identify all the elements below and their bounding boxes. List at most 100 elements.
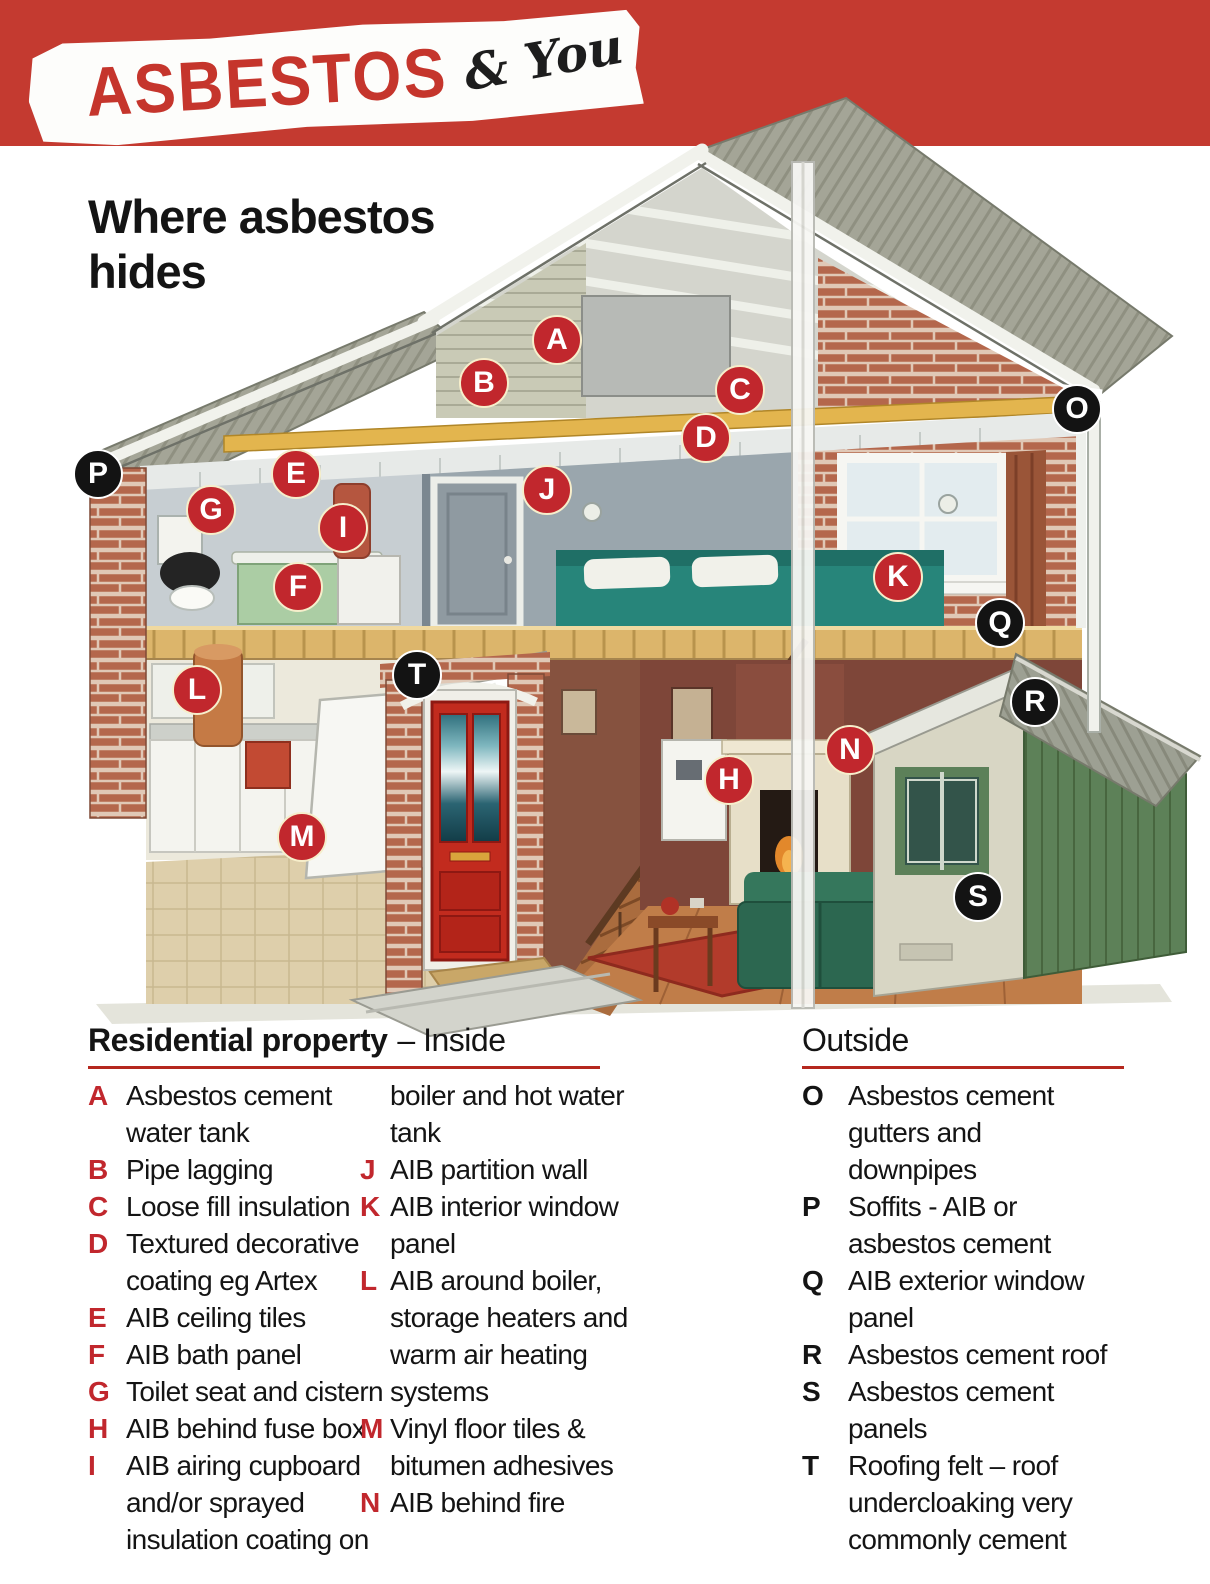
- legend-item: A Asbestos cement water tank: [88, 1077, 360, 1151]
- water-tank: [581, 295, 731, 397]
- rule-inside: [88, 1066, 600, 1069]
- rule-outside: [802, 1066, 1124, 1069]
- legend-item: H AIB behind fuse box: [88, 1410, 366, 1447]
- legend-item: F AIB bath panel: [88, 1336, 360, 1373]
- legend-text: Asbestos cement water tank: [126, 1080, 332, 1148]
- legend-text: Textured decorative coating eg Artex: [126, 1228, 360, 1296]
- marker-I: I: [318, 503, 368, 553]
- legend-text: AIB around boiler, storage heaters and w…: [390, 1265, 628, 1407]
- legend-letter: L: [360, 1265, 378, 1296]
- legend-text: Asbestos cement roof: [848, 1339, 1107, 1370]
- wall-lamp: [582, 502, 602, 522]
- legend-letter: I: [88, 1450, 96, 1481]
- marker-O: O: [1052, 384, 1102, 434]
- marker-D: D: [681, 413, 731, 463]
- legend-letter: H: [88, 1413, 109, 1444]
- marker-T: T: [392, 650, 442, 700]
- legend-item: R Asbestos cement roof: [802, 1336, 1152, 1373]
- sofa: [737, 872, 903, 989]
- legend-letter: Q: [802, 1265, 824, 1296]
- legend-letter: G: [88, 1376, 110, 1407]
- legend-letter: J: [360, 1154, 376, 1185]
- floor-band: [140, 626, 1082, 661]
- page-title: Where asbestos hides: [88, 190, 435, 298]
- legend-letter: K: [360, 1191, 381, 1222]
- legend-letter: S: [802, 1376, 821, 1407]
- legend-item: Q AIB exterior window panel: [802, 1262, 1152, 1336]
- marker-J: J: [522, 465, 572, 515]
- toilet-bowl: [169, 585, 215, 611]
- marker-P: P: [73, 449, 123, 499]
- legend-letter: B: [88, 1154, 109, 1185]
- heading-residential-property: Residential property: [88, 1022, 388, 1058]
- front-door: [430, 700, 510, 962]
- legend-item: J AIB partition wall: [360, 1151, 610, 1188]
- legend-text: Asbestos cement panels: [848, 1376, 1054, 1444]
- legend-item: I AIB airing cupboard and/or sprayed insu…: [88, 1447, 369, 1558]
- legend-letter: N: [360, 1487, 381, 1518]
- marker-M: M: [277, 812, 327, 862]
- marker-B: B: [459, 358, 509, 408]
- legend-heading-inside: Residential property– Inside: [88, 1022, 506, 1059]
- legend-item: L AIB around boiler, storage heaters and …: [360, 1262, 628, 1410]
- legend-item: G Toilet seat and cistern: [88, 1373, 384, 1410]
- legend-letter: M: [360, 1413, 384, 1444]
- legend-text: Toilet seat and cistern: [126, 1376, 384, 1407]
- toilet-seat: [160, 552, 220, 594]
- legend-item: T Roofing felt – roof undercloaking very …: [802, 1447, 1152, 1558]
- legend-letter: E: [88, 1302, 107, 1333]
- boiler-red: [245, 741, 291, 789]
- legend-text: boiler and hot water tank: [390, 1080, 625, 1148]
- shed-window: [895, 767, 989, 875]
- legend-text: AIB exterior window panel: [848, 1265, 1085, 1333]
- marker-C: C: [715, 365, 765, 415]
- bargeboard-edge: [431, 161, 707, 335]
- bargeboard: [417, 143, 709, 329]
- legend-item: C Loose fill insulation: [88, 1188, 360, 1225]
- letterbox: [449, 851, 491, 862]
- legend-text: AIB bath panel: [126, 1339, 302, 1370]
- marker-F: F: [273, 562, 323, 612]
- corner-post: [791, 161, 815, 1009]
- legend-text: Soffits - AIB or asbestos cement: [848, 1191, 1051, 1259]
- marker-N: N: [825, 725, 875, 775]
- legend-letter: T: [802, 1450, 820, 1481]
- partition-wall: [422, 474, 430, 628]
- legend-text: AIB behind fire: [390, 1487, 565, 1518]
- front-porch: [348, 652, 644, 1038]
- legend-text: AIB airing cupboard and/or sprayed insul…: [126, 1450, 369, 1555]
- front-step: [348, 964, 644, 1038]
- legend-text: Loose fill insulation: [126, 1191, 351, 1222]
- legend-letter: O: [802, 1080, 824, 1111]
- legend-letter: A: [88, 1080, 109, 1111]
- wall-lamp: [938, 494, 958, 514]
- legend-letter: R: [802, 1339, 823, 1370]
- legend-item: boiler and hot water tank: [360, 1077, 625, 1151]
- legend-text: Roofing felt – roof undercloaking very c…: [848, 1450, 1073, 1555]
- marker-Q: Q: [975, 598, 1025, 648]
- curtain: [1006, 450, 1046, 630]
- legend-letter: F: [88, 1339, 106, 1370]
- marker-E: E: [271, 449, 321, 499]
- side-table: [648, 897, 718, 992]
- legend-letter: C: [88, 1191, 109, 1222]
- marker-G: G: [186, 485, 236, 535]
- marker-K: K: [873, 552, 923, 602]
- marker-R: R: [1010, 677, 1060, 727]
- legend-text: AIB behind fuse box: [126, 1413, 366, 1444]
- legend-text: AIB partition wall: [390, 1154, 588, 1185]
- marker-H: H: [704, 755, 754, 805]
- marker-L: L: [172, 665, 222, 715]
